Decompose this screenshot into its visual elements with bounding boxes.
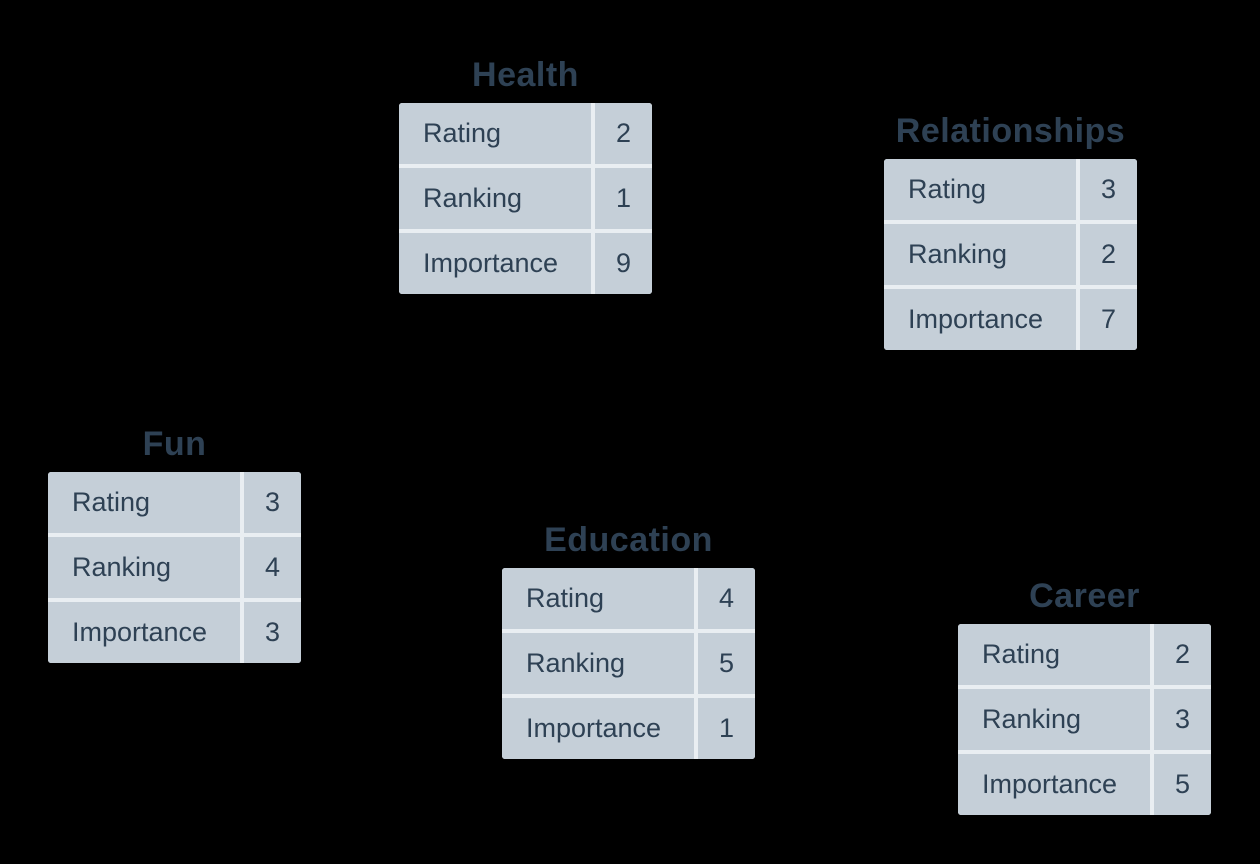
row-value: 1	[595, 168, 652, 229]
table-row: Importance 9	[399, 233, 652, 294]
row-value: 2	[1154, 624, 1211, 685]
table-row: Ranking 1	[399, 168, 652, 229]
row-label: Importance	[399, 233, 591, 294]
row-label: Importance	[884, 289, 1076, 350]
table-row: Rating 2	[958, 624, 1211, 685]
row-value: 3	[1154, 689, 1211, 750]
row-value: 5	[698, 633, 755, 694]
row-value: 3	[244, 602, 301, 663]
attribute-table: Rating 4 Ranking 5 Importance 1	[502, 568, 755, 759]
attribute-table: Rating 3 Ranking 2 Importance 7	[884, 159, 1137, 350]
table-row: Ranking 5	[502, 633, 755, 694]
row-label: Rating	[48, 472, 240, 533]
row-value: 7	[1080, 289, 1137, 350]
attribute-table: Rating 2 Ranking 3 Importance 5	[958, 624, 1211, 815]
row-value: 3	[1080, 159, 1137, 220]
table-row: Rating 2	[399, 103, 652, 164]
row-label: Ranking	[399, 168, 591, 229]
row-value: 2	[595, 103, 652, 164]
attribute-table: Rating 2 Ranking 1 Importance 9	[399, 103, 652, 294]
table-row: Rating 4	[502, 568, 755, 629]
table-card-education[interactable]: Education Rating 4 Ranking 5 Importance …	[502, 521, 755, 759]
row-label: Importance	[48, 602, 240, 663]
table-title: Education	[544, 521, 713, 559]
table-card-relationships[interactable]: Relationships Rating 3 Ranking 2 Importa…	[884, 112, 1137, 350]
row-label: Rating	[884, 159, 1076, 220]
table-row: Importance 7	[884, 289, 1137, 350]
row-label: Importance	[958, 754, 1150, 815]
attribute-table: Rating 3 Ranking 4 Importance 3	[48, 472, 301, 663]
table-row: Ranking 3	[958, 689, 1211, 750]
table-card-health[interactable]: Health Rating 2 Ranking 1 Importance 9	[399, 56, 652, 294]
row-label: Importance	[502, 698, 694, 759]
row-label: Rating	[958, 624, 1150, 685]
row-value: 2	[1080, 224, 1137, 285]
row-value: 1	[698, 698, 755, 759]
table-title: Health	[472, 56, 579, 94]
row-label: Ranking	[48, 537, 240, 598]
table-row: Rating 3	[48, 472, 301, 533]
row-value: 9	[595, 233, 652, 294]
table-row: Importance 5	[958, 754, 1211, 815]
table-title: Relationships	[895, 112, 1126, 150]
table-row: Importance 3	[48, 602, 301, 663]
row-label: Ranking	[958, 689, 1150, 750]
row-value: 4	[244, 537, 301, 598]
table-row: Ranking 4	[48, 537, 301, 598]
table-title: Fun	[142, 425, 207, 463]
row-label: Ranking	[502, 633, 694, 694]
table-card-fun[interactable]: Fun Rating 3 Ranking 4 Importance 3	[48, 425, 301, 663]
table-row: Importance 1	[502, 698, 755, 759]
row-value: 4	[698, 568, 755, 629]
table-card-career[interactable]: Career Rating 2 Ranking 3 Importance 5	[958, 577, 1211, 815]
table-row: Ranking 2	[884, 224, 1137, 285]
table-row: Rating 3	[884, 159, 1137, 220]
row-label: Ranking	[884, 224, 1076, 285]
row-value: 3	[244, 472, 301, 533]
table-title: Career	[1029, 577, 1140, 615]
row-label: Rating	[399, 103, 591, 164]
row-label: Rating	[502, 568, 694, 629]
row-value: 5	[1154, 754, 1211, 815]
